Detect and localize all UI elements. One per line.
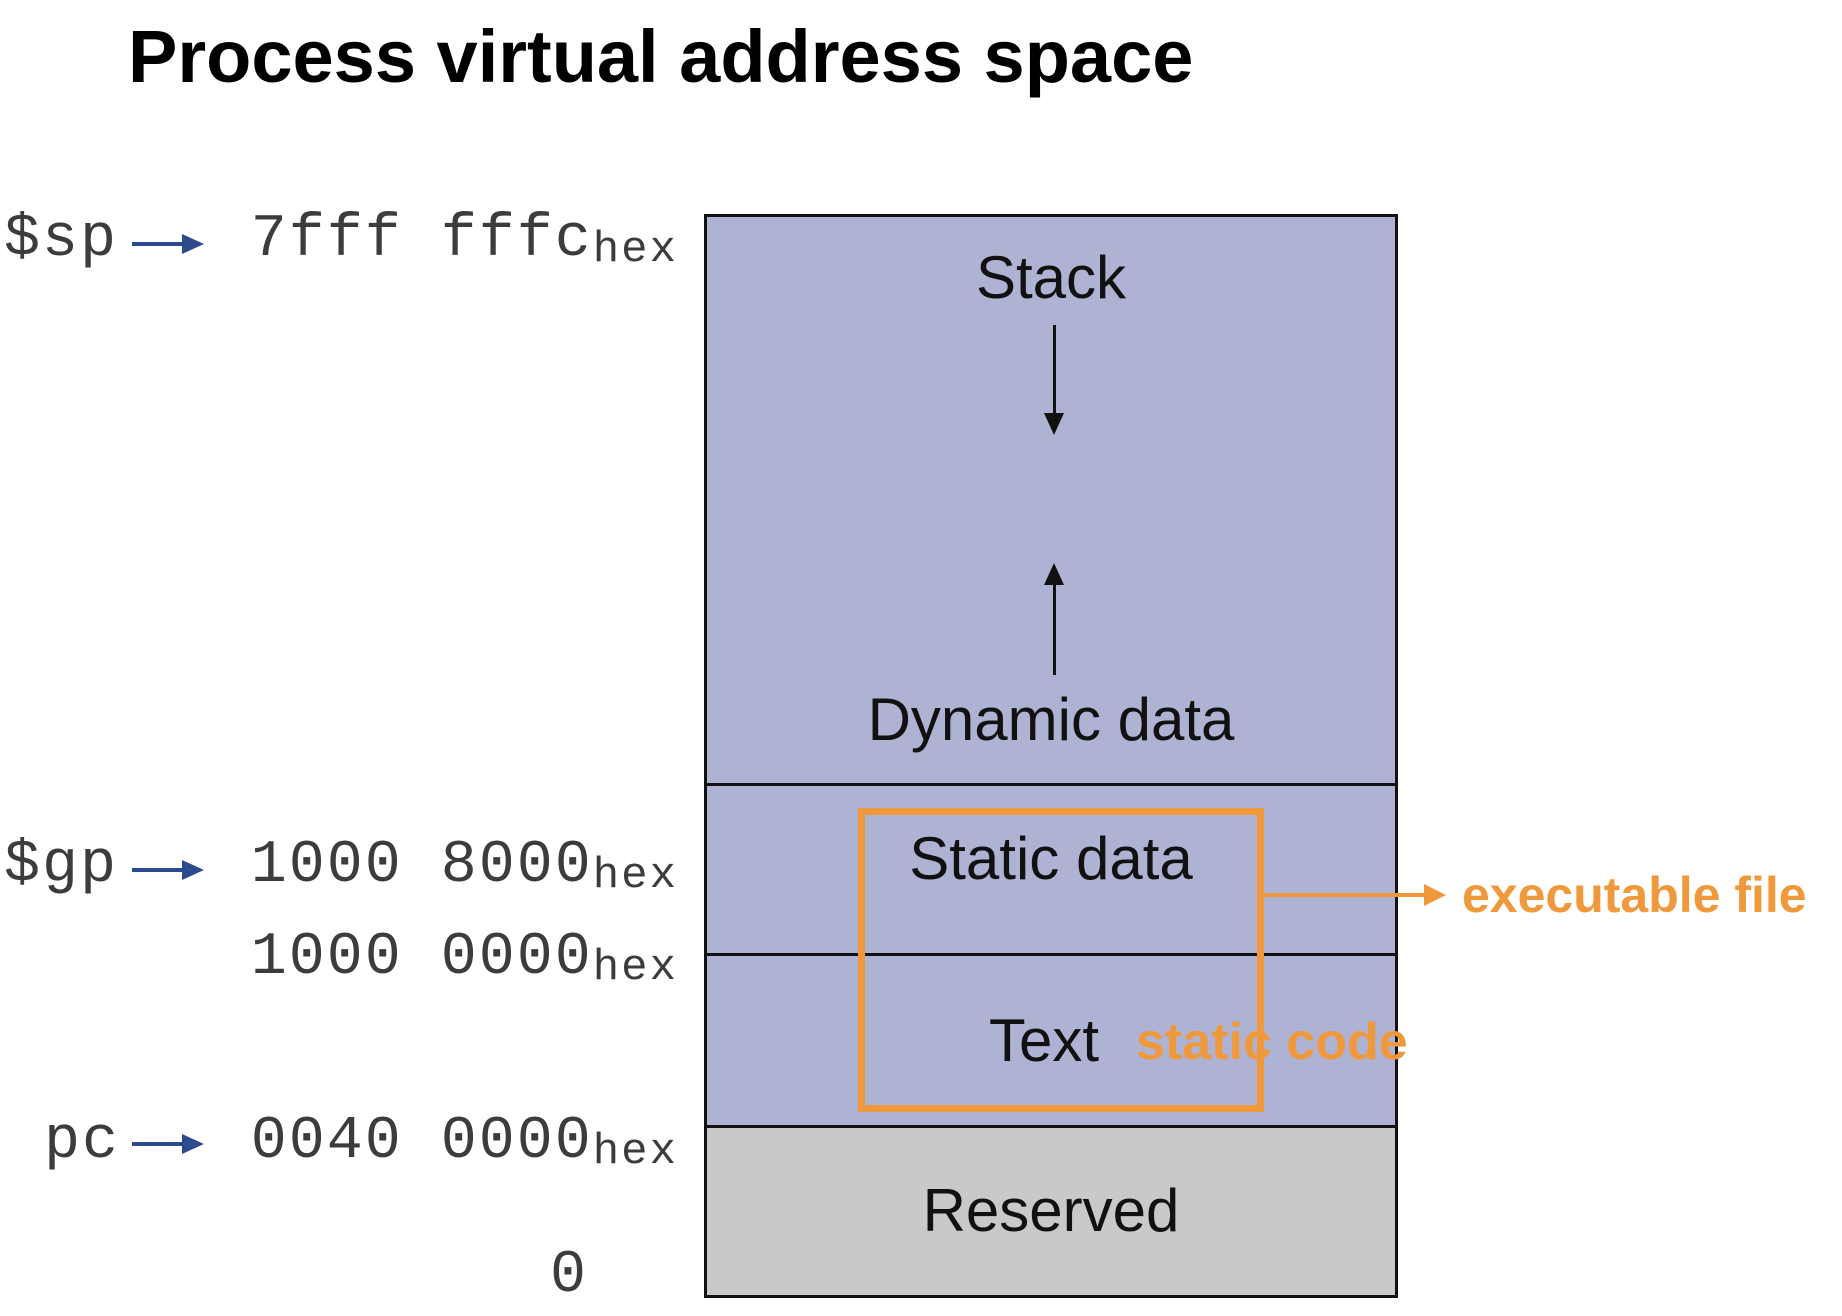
text-label: Text (989, 1007, 1100, 1074)
address-text-start: 0040 0000hex (250, 1108, 678, 1177)
address-zero: 0 (549, 1242, 588, 1310)
address-global-pointer: 1000 8000hex (250, 832, 678, 901)
executable-file-arrow-icon (1262, 884, 1446, 906)
gp-register-label: $gp (4, 832, 119, 900)
sp-register-label: $sp (4, 206, 119, 274)
pc-register-label: pc (44, 1108, 121, 1176)
sp-arrow-icon (132, 234, 204, 254)
address-stack-top: 7fff fffchex (250, 206, 678, 275)
dynamic-data-label: Dynamic data (867, 686, 1235, 753)
static-code-label: static code (1136, 1013, 1408, 1071)
heap-grows-up-arrow-icon (1053, 583, 1056, 675)
reserved-segment: Reserved (707, 1128, 1395, 1295)
pc-arrow-icon (132, 1134, 204, 1154)
stack-dynamic-segment: Stack Dynamic data (707, 217, 1395, 786)
executable-file-label: executable file (1462, 867, 1807, 923)
executable-file-highlight-box (858, 808, 1264, 1112)
arrow-up-head-icon (1044, 563, 1064, 585)
static-data-label: Static data (909, 825, 1193, 892)
reserved-label: Reserved (922, 1177, 1180, 1244)
stack-label: Stack (975, 244, 1127, 311)
page-title: Process virtual address space (128, 15, 1194, 98)
gp-arrow-icon (132, 860, 204, 880)
memory-layout: Stack Dynamic data Static data Text Rese… (704, 214, 1398, 1298)
arrow-down-head-icon (1044, 413, 1064, 435)
stack-grows-down-arrow-icon (1053, 325, 1056, 415)
address-static-start: 1000 0000hex (250, 924, 678, 993)
text-segment: Text (707, 956, 1395, 1128)
